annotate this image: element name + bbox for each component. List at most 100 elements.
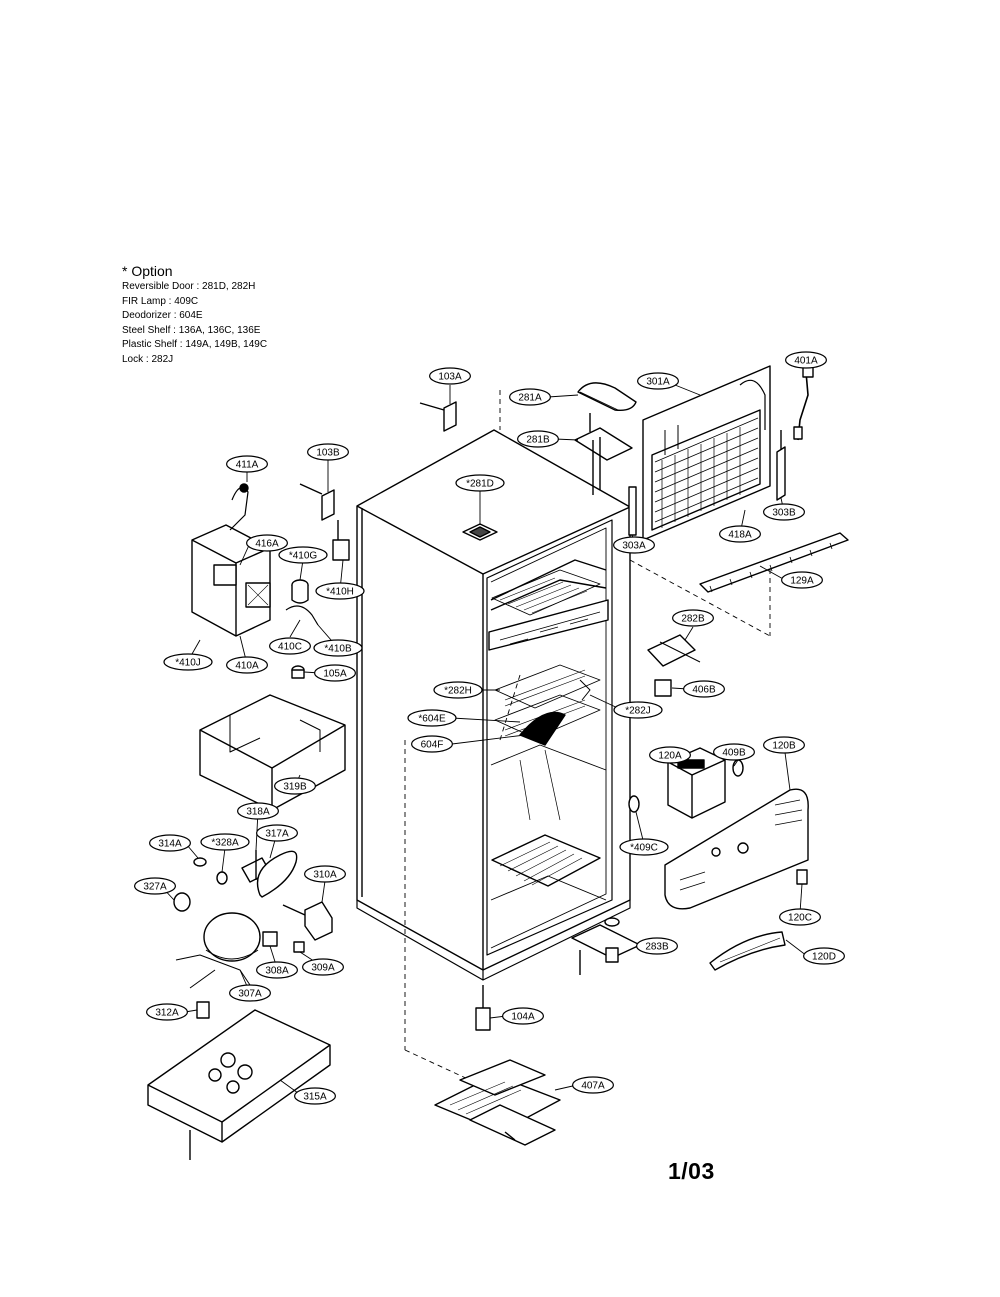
callout-bubble bbox=[246, 534, 289, 552]
option-notes: * Option Reversible Door : 281D, 282H FI… bbox=[122, 262, 267, 367]
callout-bubble bbox=[780, 571, 823, 589]
part-callout-604f: 604F bbox=[411, 735, 454, 753]
part-callout-281d: *281D bbox=[455, 474, 505, 492]
part-callout-105a: 105A bbox=[314, 664, 357, 682]
option-note-lock: Lock : 282J bbox=[122, 353, 174, 365]
option-note-fir-lamp: FIR Lamp : 409C bbox=[122, 295, 199, 307]
lower-hinge-283B bbox=[571, 917, 641, 975]
callout-label: 312A bbox=[155, 1008, 179, 1019]
sensor-303B bbox=[776, 430, 786, 501]
part-callout-401a: 401A bbox=[784, 351, 827, 369]
part-labels: 103A 281A 301A 401A 281B 103B 411A *281D 418A 303… bbox=[134, 351, 845, 1105]
lock-282J bbox=[579, 679, 591, 701]
part-callout-312a: 312A bbox=[146, 1003, 189, 1021]
callout-label: 418A bbox=[728, 530, 752, 541]
callout-bubble bbox=[509, 388, 552, 406]
part-callout-104a: 104A bbox=[502, 1007, 545, 1025]
part-callout-129a: 129A bbox=[780, 571, 823, 589]
sleeve-327A bbox=[173, 892, 191, 912]
callout-bubble bbox=[313, 639, 363, 657]
callout-bubble bbox=[229, 984, 272, 1002]
callout-label: 301A bbox=[646, 377, 670, 388]
callout-bubble bbox=[516, 430, 559, 448]
callout-bubble bbox=[411, 735, 454, 753]
part-callout-303b: 303B bbox=[762, 503, 805, 521]
part-callout-301a: 301A bbox=[636, 372, 679, 390]
callout-label: 105A bbox=[323, 669, 347, 680]
duct-129A bbox=[699, 532, 849, 593]
callout-label: 308A bbox=[265, 966, 289, 977]
callout-bubble bbox=[315, 582, 365, 600]
evaporator-assembly bbox=[642, 365, 771, 541]
callout-bubble bbox=[762, 736, 805, 754]
refrigerator-cabinet bbox=[356, 429, 631, 981]
callout-bubble bbox=[571, 1076, 614, 1094]
callout-bubble bbox=[648, 746, 691, 764]
part-callout-328a: *328A bbox=[200, 833, 250, 851]
harness-401A bbox=[793, 364, 814, 441]
part-callout-409c: *409C bbox=[619, 838, 669, 856]
callout-label: *282H bbox=[444, 686, 472, 697]
callout-bubble bbox=[163, 653, 213, 671]
part-callout-314a: 314A bbox=[149, 834, 192, 852]
part-callout-283b: 283B bbox=[635, 937, 678, 955]
callout-label: 310A bbox=[313, 870, 337, 881]
callout-bubble bbox=[294, 1087, 337, 1105]
base-plate-315A bbox=[147, 1009, 331, 1160]
callout-bubble bbox=[502, 1007, 545, 1025]
part-callout-310a: 310A bbox=[304, 865, 347, 883]
callout-label: 281B bbox=[526, 435, 550, 446]
callout-label: 410C bbox=[278, 642, 302, 653]
callout-bubble bbox=[455, 474, 505, 492]
callout-bubble bbox=[237, 802, 280, 820]
callout-label: *409C bbox=[630, 843, 658, 854]
callout-label: 129A bbox=[790, 576, 814, 587]
part-callout-281a: 281A bbox=[509, 388, 552, 406]
bracket-103A bbox=[419, 401, 457, 432]
callout-bubble bbox=[636, 372, 679, 390]
page-number: 1/03 bbox=[668, 1158, 715, 1184]
callout-label: 103B bbox=[316, 448, 340, 459]
callout-bubble bbox=[407, 709, 457, 727]
clip-410B bbox=[285, 605, 319, 626]
lamp-shield-120D bbox=[709, 931, 786, 971]
option-note-steel-shelf: Steel Shelf : 136A, 136C, 136E bbox=[122, 324, 261, 336]
leveling-foot-104A bbox=[475, 985, 491, 1031]
part-callout-410c: 410C bbox=[269, 637, 312, 655]
callout-label: 411A bbox=[236, 460, 259, 471]
callout-bubble bbox=[307, 443, 350, 461]
part-callout-120d: 120D bbox=[802, 947, 845, 965]
part-callout-318a: 318A bbox=[237, 802, 280, 820]
compressor-307A bbox=[175, 912, 261, 989]
callout-label: 103A bbox=[438, 372, 462, 383]
part-callout-327a: 327A bbox=[134, 877, 177, 895]
option-notes-heading: * Option bbox=[122, 263, 173, 279]
hinge-281B bbox=[574, 413, 633, 495]
grommet-328A bbox=[216, 871, 228, 885]
protector-308A bbox=[262, 931, 278, 947]
part-callout-410g: *410G bbox=[278, 546, 328, 564]
callout-label: 407A bbox=[581, 1081, 605, 1092]
callout-label: 410A bbox=[235, 661, 259, 672]
part-callout-410j: *410J bbox=[163, 653, 213, 671]
part-callout-281b: 281B bbox=[516, 430, 559, 448]
callout-label: 317A bbox=[265, 829, 289, 840]
callout-bubble bbox=[226, 455, 269, 473]
part-callout-308a: 308A bbox=[256, 961, 299, 979]
callout-bubble bbox=[274, 777, 317, 795]
callout-bubble bbox=[269, 637, 312, 655]
callout-bubble bbox=[226, 656, 269, 674]
callout-label: 303B bbox=[772, 508, 796, 519]
part-callout-410b: *410B bbox=[313, 639, 363, 657]
callout-label: *410J bbox=[175, 658, 201, 669]
callout-label: *328A bbox=[211, 838, 239, 849]
part-callout-315a: 315A bbox=[294, 1087, 337, 1105]
callout-label: 281A bbox=[518, 393, 542, 404]
callout-bubble bbox=[613, 701, 663, 719]
part-callout-317a: 317A bbox=[256, 824, 299, 842]
part-callout-418a: 418A bbox=[718, 525, 761, 543]
option-note-plastic-shelf: Plastic Shelf : 149A, 149B, 149C bbox=[122, 339, 268, 350]
part-callout-303a: 303A bbox=[612, 536, 655, 554]
callout-label: *410B bbox=[324, 644, 352, 655]
